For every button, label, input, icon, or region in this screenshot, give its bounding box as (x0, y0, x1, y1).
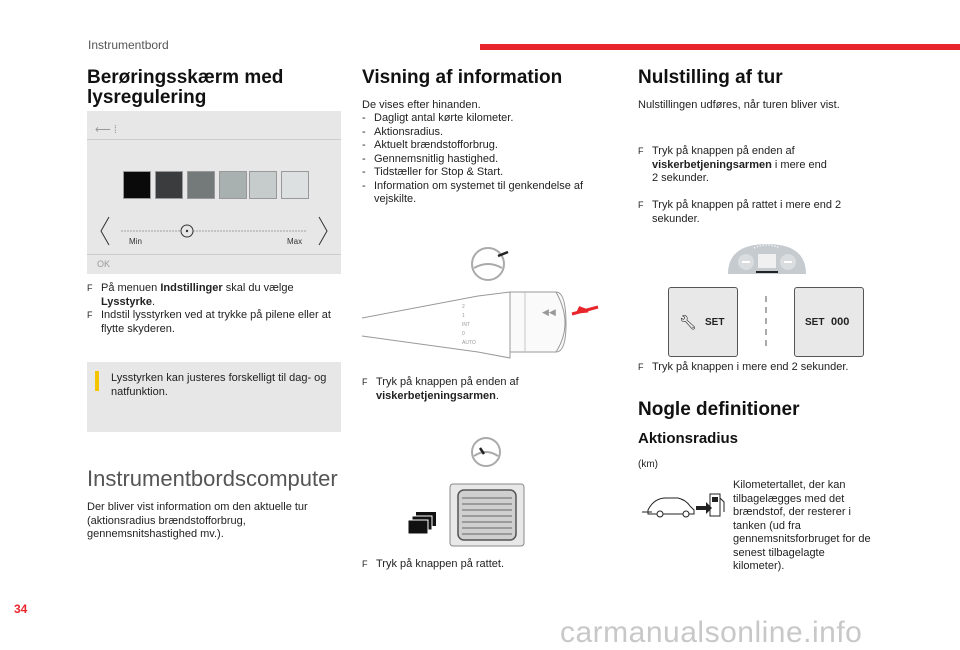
computer-section-text: Der bliver vist information om den aktue… (87, 501, 308, 540)
slider-min-label: Min (129, 237, 142, 246)
fuel-pump-icon (709, 493, 725, 517)
svg-text:INT: INT (462, 322, 470, 328)
list-item: Aktuelt brændstofforbrug. (362, 139, 612, 153)
reset-intro: Nulstillingen udføres, når turen bliver … (638, 99, 840, 111)
right-arrow-icon (318, 216, 328, 246)
wrench-icon: 🔧︎ (679, 314, 697, 330)
info-intro: De vises efter hinanden. (362, 99, 481, 111)
info-note-text: Lysstyrken kan justeres forskelligt til … (111, 372, 327, 398)
unit-label: (km) (638, 459, 658, 470)
svg-text:1: 1 (462, 313, 465, 319)
set-button[interactable]: 🔧︎ SET (668, 287, 738, 357)
back-arrow-icon: ⟵ ⁞ (95, 124, 117, 136)
wiper-stalk-illustration: 2 1 INT 0 AUTO ◀◀ (361, 247, 599, 359)
definition-text: Kilometertallet, der kan tilbagelægges m… (733, 479, 871, 572)
set-display-label: SET (805, 317, 825, 328)
info-icon (95, 371, 99, 391)
reset-section-heading: Nulstilling af tur (638, 67, 783, 88)
svg-text:2: 2 (462, 304, 465, 310)
svg-text:0: 0 (462, 331, 465, 337)
divider (87, 254, 341, 255)
list-item: Aktionsradius. (362, 126, 612, 140)
heading-line-2: lysregulering (87, 87, 207, 108)
header-accent-bar (480, 44, 960, 50)
brightness-swatch-6 (281, 171, 309, 199)
svg-text:◀◀: ◀◀ (542, 307, 556, 317)
brightness-swatch-2 (155, 171, 183, 199)
set-label: SET (705, 317, 725, 328)
steering-wheel-icon (471, 247, 505, 281)
dashboard-icon (728, 244, 806, 274)
list-item: Tidstæller for Stop & Start. (362, 166, 612, 180)
watermark: carmanualsonline.info (560, 616, 863, 649)
trip-computer-icon (407, 512, 436, 535)
brightness-slider (100, 216, 328, 246)
divider (765, 296, 768, 346)
steering-wheel-button-illustration (407, 437, 525, 547)
slider-max-label: Max (287, 237, 303, 246)
set-display: SET 000 (794, 287, 864, 357)
list-item: Gennemsnitlig hastighed. (362, 153, 612, 167)
running-header: Instrumentbord (88, 38, 169, 52)
left-arrow-icon (100, 216, 110, 246)
svg-text:AUTO: AUTO (462, 340, 476, 346)
info-note-box: Lysstyrken kan justeres forskelligt til … (87, 362, 341, 432)
ok-label: OK (97, 259, 111, 269)
info-section-heading: Visning af information (362, 67, 563, 88)
trip-counter: 000 (831, 316, 850, 328)
range-icon (642, 493, 725, 518)
list-item: Dagligt antal kørte kilometer. (362, 112, 612, 126)
steering-wheel-icon (471, 437, 501, 467)
brightness-screen-illustration: ⟵ ⁞ Min Max OK (87, 111, 341, 274)
red-pointer-arrow (571, 305, 599, 316)
brightness-swatch-3 (187, 171, 215, 199)
info-list: Dagligt antal kørte kilometer. Aktionsra… (362, 112, 612, 207)
brightness-swatch-5 (249, 171, 277, 199)
aktionsradius-heading: Aktionsradius (638, 430, 739, 447)
brightness-swatch-4 (219, 171, 247, 199)
car-icon (647, 497, 695, 515)
brightness-swatch-1 (123, 171, 151, 199)
list-item: Information om systemet til genkendelse … (362, 180, 612, 207)
divider (87, 139, 341, 140)
definitions-heading: Nogle definitioner (638, 399, 800, 420)
heading-line-1: Berøringsskærm med (87, 67, 284, 88)
page-number: 34 (14, 602, 28, 616)
computer-section-title: Instrumentbordscomputer (87, 466, 338, 491)
